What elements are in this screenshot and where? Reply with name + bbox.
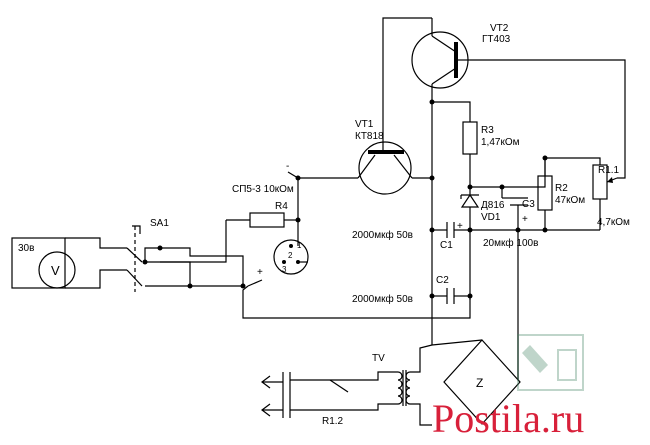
wire-tv-primary-top bbox=[290, 371, 398, 381]
switch-sa1-handle bbox=[132, 225, 141, 234]
capacitor-c2 bbox=[446, 288, 455, 304]
wire-tv-primary-bottom bbox=[290, 403, 398, 411]
tv-ref: TV bbox=[372, 353, 385, 364]
vt1-ref: VT1 bbox=[355, 119, 374, 130]
sa1-ref: SA1 bbox=[150, 218, 169, 229]
resistor-r4 bbox=[249, 212, 285, 228]
wire-sw-a bbox=[144, 247, 160, 262]
junction-dots bbox=[142, 99, 548, 299]
r4-value: СП5-3 10кОм bbox=[232, 184, 294, 195]
voltmeter-box bbox=[11, 237, 66, 289]
r11-ref: R1.1 bbox=[598, 165, 620, 176]
c3-value: 20мкф 100в bbox=[483, 237, 538, 249]
switch-sa1-blade-1 bbox=[126, 247, 143, 263]
watermark-logo bbox=[517, 334, 584, 391]
terminal-plus-label: + bbox=[257, 267, 263, 278]
wire-vt2-base bbox=[470, 59, 626, 179]
c1-ref: C1 bbox=[440, 240, 453, 251]
capacitor-c1 bbox=[446, 222, 455, 238]
pin-1: 1 bbox=[297, 241, 302, 250]
resistor-r3 bbox=[462, 121, 478, 155]
diode-bridge-symbol: Z bbox=[476, 376, 483, 390]
mains-plug bbox=[261, 372, 291, 418]
watermark-text: Postila.ru bbox=[432, 396, 584, 441]
voltmeter-symbol: V bbox=[51, 263, 60, 278]
wire-r3-top bbox=[432, 101, 471, 122]
c3-ref: C3 bbox=[522, 199, 535, 210]
r4-ref: R4 bbox=[275, 201, 288, 212]
transistor-vt2 bbox=[411, 18, 470, 102]
wire-sw-plus bbox=[160, 247, 244, 286]
voltmeter-range: 30в bbox=[18, 243, 34, 254]
wire-tv-secondary-top bbox=[410, 344, 433, 373]
r11-wiper-arrow bbox=[607, 177, 613, 183]
vt2-type: ГТ403 bbox=[482, 34, 511, 45]
zener-vd1 bbox=[460, 193, 480, 208]
transformer-tv bbox=[397, 370, 411, 406]
r11-value: 4,7кОм bbox=[597, 217, 630, 228]
vt1-type: КТ818 bbox=[355, 131, 384, 142]
pin-3: 3 bbox=[282, 265, 287, 274]
switch-r12-contact bbox=[329, 379, 349, 393]
c2-value: 2000мкф 50в bbox=[352, 293, 413, 305]
r12-ref: R1.2 bbox=[322, 416, 344, 427]
voltmeter bbox=[38, 251, 76, 289]
vd1-ref: VD1 bbox=[481, 212, 501, 223]
capacitor-c3 bbox=[510, 197, 528, 206]
c2-ref: C2 bbox=[436, 275, 449, 286]
pin-2: 2 bbox=[288, 251, 293, 260]
terminal-minus-label: - bbox=[286, 161, 289, 172]
r3-value: 1,47кОм bbox=[481, 137, 520, 148]
r3-ref: R3 bbox=[481, 125, 494, 136]
vd1-type: Д816 bbox=[481, 200, 505, 211]
terminal-plus-contact bbox=[247, 279, 263, 287]
wire-sw-vm-bottom bbox=[65, 269, 127, 289]
switch-sa1-blade-2 bbox=[126, 269, 143, 287]
transistor-vt1 bbox=[357, 133, 413, 195]
diode-bridge bbox=[431, 339, 521, 425]
wire-sw-b bbox=[145, 261, 191, 287]
r2-value: 47кОм bbox=[555, 195, 585, 206]
wire-minus-return bbox=[242, 285, 471, 319]
connector-socket bbox=[273, 239, 309, 275]
vt2-ref: VT2 bbox=[490, 23, 509, 34]
c1-value: 2000мкф 50в bbox=[352, 229, 413, 241]
wire-tv-secondary-bottom bbox=[410, 403, 432, 426]
wire-vt2-collector bbox=[382, 17, 432, 133]
wire-sw-vm-top bbox=[65, 237, 127, 249]
c1-polarity: + bbox=[457, 221, 463, 232]
c3-polarity: + bbox=[522, 214, 528, 225]
r2-ref: R2 bbox=[555, 183, 568, 194]
